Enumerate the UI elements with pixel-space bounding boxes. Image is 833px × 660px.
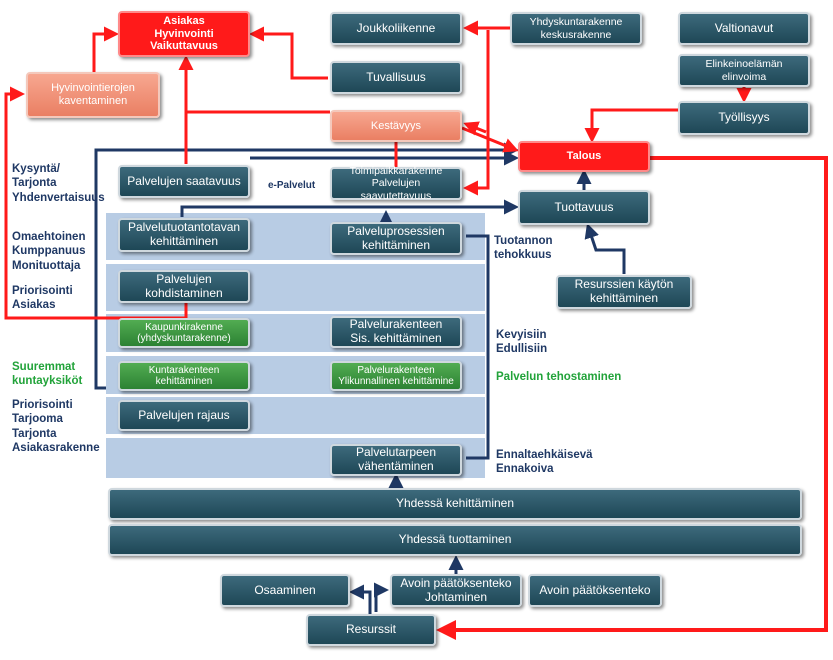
node-resurssien-kaytto[interactable]: Resurssien käytön kehittäminen (556, 275, 692, 309)
wire-palvelutuotanto-tuottavuus (180, 199, 519, 217)
node-kestavyys[interactable]: Kestävyys (330, 110, 462, 142)
label-tuotannon: Tuotannon tehokkuus (494, 235, 553, 262)
node-palvelurakenne-yli[interactable]: Palvelurakenteen Ylikunnallinen kehittäm… (330, 361, 462, 391)
label-kysynta: Kysyntä/ Tarjonta Yhdenvertaisuus (12, 163, 105, 204)
node-toimipaikka[interactable]: Toimipaikkarakenne Palvelujen saavutetta… (330, 165, 462, 202)
node-asiakas[interactable]: Asiakas Hyvinvointi Vaikuttavuus (118, 11, 250, 57)
node-yhdessa-kehittaminen[interactable]: Yhdessä kehittäminen (108, 488, 802, 520)
node-yhdessa-tuottaminen[interactable]: Yhdessä tuottaminen (108, 524, 802, 556)
node-avoin-paatoksenteko[interactable]: Avoin päätöksenteko (528, 574, 662, 607)
wire-talous-resurssit (436, 156, 828, 640)
node-kuntarakenne[interactable]: Kuntarakenteen kehittäminen (118, 361, 250, 391)
wire-right-bracket (466, 234, 490, 460)
label-ennalta: Ennaltaehkäisevä Ennakoiva (496, 449, 593, 476)
wire-resurssien-tuottavuus (584, 223, 626, 274)
node-palvelurakenne-sis[interactable]: Palvelurakenteen Sis. kehittäminen (330, 316, 462, 348)
node-osaaminen[interactable]: Osaaminen (220, 574, 350, 607)
node-elinkeino[interactable]: Elinkeinoelämän elinvoima (678, 54, 810, 87)
node-palvelutuotanto[interactable]: Palvelutuotantotavan kehittäminen (118, 218, 250, 252)
node-palvelutarve[interactable]: Palvelutarpeen vähentäminen (330, 444, 462, 476)
label-kevyisiin: Kevyisiin Edullisiin (496, 329, 548, 356)
node-tuottavuus[interactable]: Tuottavuus (518, 190, 650, 225)
label-epalvelut: e-Palvelut (268, 180, 316, 191)
wire-tuvallisuus-asiakas (249, 26, 328, 80)
node-palveluprosessien[interactable]: Palveluprosessien kehittäminen (330, 222, 462, 255)
node-avoin-johtaminen[interactable]: Avoin päätöksenteko Johtaminen (390, 574, 522, 607)
node-rajaus[interactable]: Palvelujen rajaus (118, 400, 250, 431)
node-saatavuus[interactable]: Palvelujen saatavuus (118, 165, 250, 198)
node-yhdyskuntarakenne[interactable]: Yhdyskuntarakenne keskusrakenne (510, 12, 642, 45)
node-tyollisyys[interactable]: Työllisyys (678, 101, 810, 135)
wire-resurssit-avoin (374, 582, 389, 612)
wire-tyollisyys-talous (584, 108, 684, 143)
wire-kohdistaminen-hyvinvointierot (4, 86, 188, 320)
label-priorisointi-asiakas: Priorisointi Asiakas (12, 285, 73, 312)
node-resurssit[interactable]: Resurssit (306, 614, 436, 646)
wire-left-bracket (94, 142, 519, 390)
node-kaupunkirakenne[interactable]: Kaupunkirakenne (yhdyskuntarakenne) (118, 318, 250, 348)
label-tehostaminen: Palvelun tehostaminen (496, 371, 622, 383)
node-valtionavut[interactable]: Valtionavut (678, 12, 810, 45)
node-joukkoliikenne[interactable]: Joukkoliikenne (330, 12, 462, 45)
label-priorisointi-tarjooma: Priorisointi Tarjooma Tarjonta Asiakasra… (12, 399, 100, 455)
wire-resurssit-osaaminen (349, 584, 372, 614)
label-suuremmat: Suuremmat kuntayksiköt (12, 361, 83, 388)
wire-hyvinvointierot-asiakas (92, 26, 119, 72)
wire-kestavyys-talous (461, 126, 519, 153)
wire-yhdyskunta-toimipaikka (463, 30, 490, 196)
node-talous[interactable]: Talous (518, 141, 650, 172)
label-omaehtoinen: Omaehtoinen Kumppanuus Monituottaja (12, 231, 86, 272)
node-hyvinvointierot[interactable]: Hyvinvointierojen kaventaminen (26, 72, 160, 118)
node-tuvallisuus[interactable]: Tuvallisuus (330, 61, 462, 94)
node-kohdistaminen[interactable]: Palvelujen kohdistaminen (118, 270, 250, 303)
wire-yhdyskunta-kestavyys (463, 121, 487, 136)
